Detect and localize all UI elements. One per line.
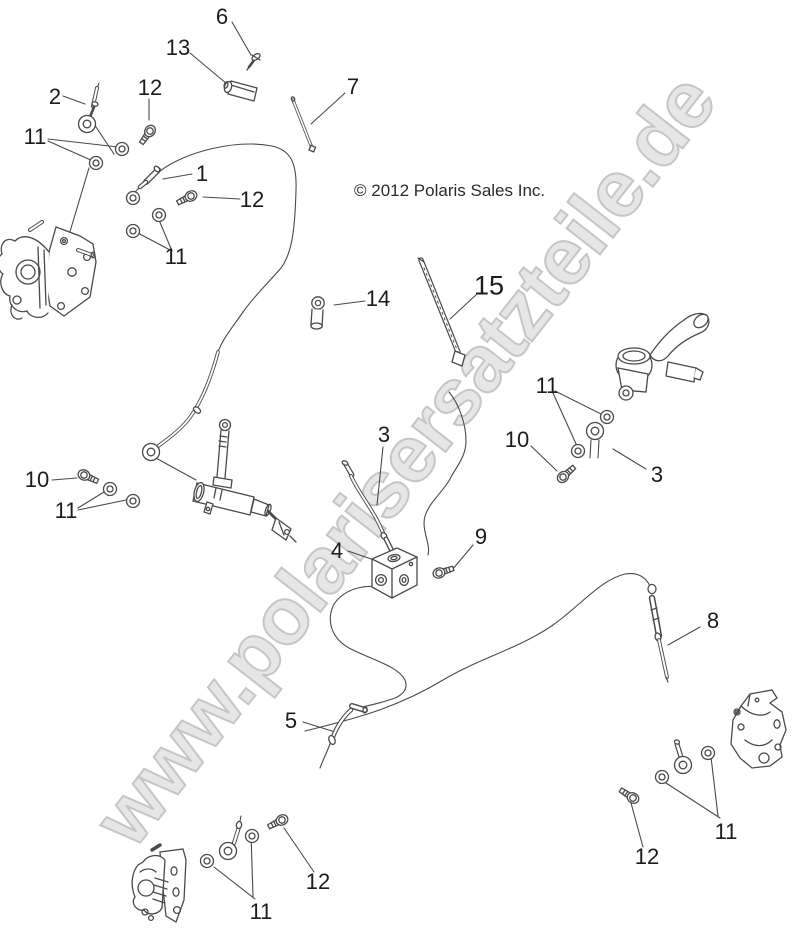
callout-12-b: 12 [239,187,265,212]
copyright-text: © 2012 Polaris Sales Inc. [354,181,546,200]
part-6-screw [246,53,261,71]
master-cylinder [615,312,710,401]
rear-left-caliper [131,843,187,923]
part-2-hose-end [77,82,100,134]
callout-11-a: 11 [23,124,47,149]
callout-9: 9 [474,524,488,549]
part-8-hose-end [647,583,669,683]
callout-5: 5 [284,708,298,733]
callout-4: 4 [330,538,344,563]
callout-10-b: 10 [24,467,50,492]
callout-12-c: 12 [634,844,660,869]
callout-11-f: 11 [249,899,273,924]
part-3-hose-mid [341,460,394,552]
callout-8: 8 [706,608,720,633]
callout-12-a: 12 [137,75,163,100]
callout-12-d: 12 [305,869,331,894]
rear-master-cylinder [192,418,297,543]
rear-left-banjo-fittings [199,815,260,869]
part-3-hose-right [585,421,605,459]
part-7-pin [290,96,317,153]
callout-11-c: 11 [535,373,559,398]
part-13-clip [223,80,258,102]
part-15-tube [417,257,466,367]
bolts [75,122,642,832]
callout-6: 6 [215,4,229,29]
callout-15: 15 [473,270,505,301]
leader-lines [47,21,721,900]
front-brake-line [155,143,297,449]
callout-11-b: 11 [164,244,188,269]
callout-3-a: 3 [650,462,664,487]
callout-2: 2 [48,84,62,109]
callout-11-d: 11 [54,498,78,523]
callout-14: 14 [365,286,391,311]
mid-brake-line [423,391,467,556]
callout-3-b: 3 [377,422,391,447]
rear-brake-line [304,572,651,732]
callout-11-e: 11 [714,819,738,844]
part-1-fitting [125,165,161,206]
banjo-eyes [141,442,161,462]
callout-10-a: 10 [504,427,530,452]
rear-right-banjo-fittings [654,739,716,785]
part-4-junction-block [371,547,418,599]
callout-13: 13 [165,35,191,60]
rear-right-caliper [730,689,787,769]
lower-left-brake-line [329,585,407,709]
callout-1: 1 [195,161,209,186]
part-5-hose [319,703,368,769]
part-14-elbow [310,296,325,330]
front-left-caliper [0,220,97,320]
callout-7: 7 [346,74,360,99]
